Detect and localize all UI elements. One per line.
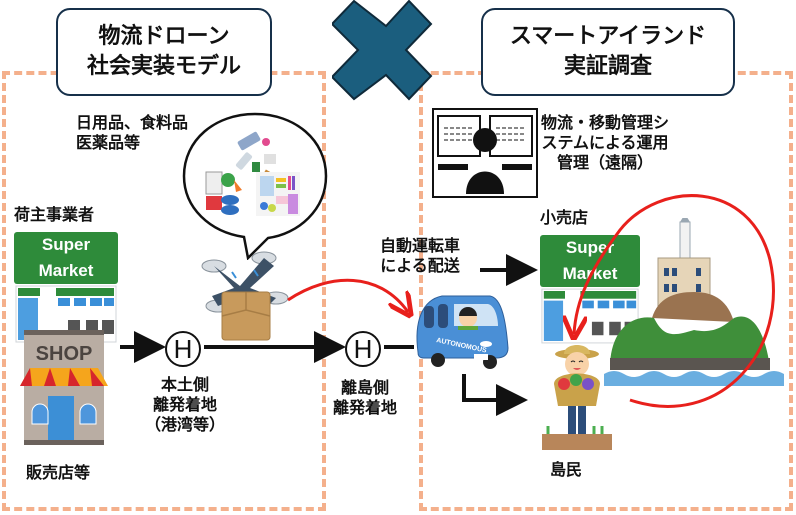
goods-label-line2: 医薬品等 [76,133,141,152]
smart-island-title: スマートアイランド 実証調査 [481,8,735,96]
shipper-label: 荷主事業者 [14,205,95,224]
island-heliport-label: 離島側 離発着地 [325,378,405,418]
retail-store-label: 小売店 [540,208,589,227]
goods-label-line1: 日用品、食料品 [76,113,189,132]
drone-model-title-line1: 物流ドローン [98,24,230,49]
autonomous-car-icon: AUTONOMOUS [416,295,509,369]
daily-goods-icon [256,172,300,216]
remote-operator-icon [432,108,538,198]
retail-supermarket-icon: Super Market [540,235,640,344]
mainland-heliport-marker: H [165,331,201,367]
system-label-line3: 管理（遠隔） [557,153,654,172]
system-label-line1: 物流・移動管理シ [541,113,670,132]
retail-supermarket-sign: Super Market [540,235,640,287]
island-cycle-red-arrow [574,194,775,408]
goods-label: 日用品、食料品 医薬品等 [76,113,188,153]
shop-sign: SHOP [36,343,93,365]
shop-label: 販売店等 [26,463,91,482]
retail-supermarket-building [541,288,639,344]
system-label-line2: ステムによる運用 [541,133,669,152]
mainland-label-line3: （港湾等） [144,415,225,434]
island-icon [604,218,784,386]
drone-icon [201,251,289,341]
car-label-line1: 自動運転車 [379,236,460,255]
food-icon [205,171,242,215]
smart-island-title-line2: 実証調査 [563,54,652,79]
drone-model-title: 物流ドローン 社会実装モデル [56,8,272,96]
island-label-line2: 離発着地 [332,398,397,417]
smart-island-title-line1: スマートアイランド [509,24,707,49]
mainland-label-line1: 本土側 [160,375,209,394]
car-to-islander-arrow [462,374,528,416]
goods-speech-bubble [182,112,328,260]
mainland-heliport-label: 本土側 離発着地 （港湾等） [140,375,230,435]
islander-farmer-icon [542,345,612,450]
shop-icon: SHOP [20,330,108,445]
cross-multiply-icon [332,0,433,101]
drone-model-title-line2: 社会実装モデル [86,54,241,79]
supermarket-sign: Super Market [14,232,118,284]
management-system-label: 物流・移動管理シ ステムによる運用 管理（遠隔） [541,113,669,173]
islander-label: 島民 [550,460,583,479]
drone-to-car-red-arrow [287,278,408,312]
autonomous-car-label: 自動運転車 による配送 [365,236,475,276]
island-heliport-marker: H [345,331,381,367]
car-label-line2: による配送 [380,256,460,275]
island-label-line1: 離島側 [340,378,389,397]
mainland-label-line2: 離発着地 [152,395,217,414]
